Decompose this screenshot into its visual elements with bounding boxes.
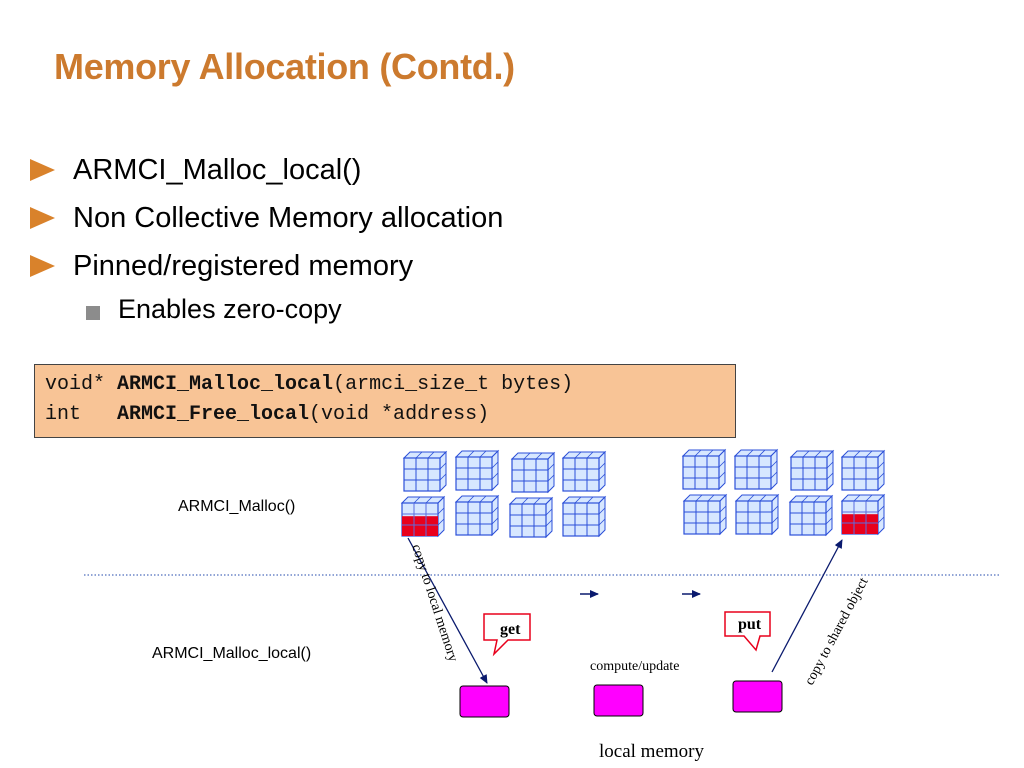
put-label: put xyxy=(738,616,762,633)
memory-cube xyxy=(510,451,556,494)
memory-cube xyxy=(734,493,780,536)
triangle-bullet-icon xyxy=(30,207,55,229)
local-memory-block xyxy=(593,684,644,717)
shared-memory-cubes xyxy=(400,448,886,539)
code-line-free: int ARMCI_Free_local(void *address) xyxy=(45,403,489,426)
get-label: get xyxy=(500,621,521,638)
memory-cube xyxy=(733,448,779,491)
bullet-text: Non Collective Memory allocation xyxy=(73,202,504,234)
get-callout: get xyxy=(483,613,531,657)
memory-cube xyxy=(454,494,500,537)
code-function: ARMCI_Free_local xyxy=(117,403,310,426)
code-args: (armci_size_t bytes) xyxy=(333,373,574,396)
put-callout: put xyxy=(724,611,771,652)
bullet-text: Pinned/registered memory xyxy=(73,250,414,282)
copy-to-local-arrow xyxy=(407,537,488,684)
label-armci-malloc: ARMCI_Malloc() xyxy=(178,498,295,515)
memory-cube xyxy=(840,493,886,536)
code-type: void* xyxy=(45,373,118,396)
local-memory-label: local memory xyxy=(599,741,704,762)
memory-cube xyxy=(840,449,886,492)
code-line-malloc: void* ARMCI_Malloc_local(armci_size_t by… xyxy=(45,373,573,396)
memory-cube xyxy=(400,495,446,538)
compute-update-label: compute/update xyxy=(590,659,679,674)
memory-cube xyxy=(789,449,835,492)
memory-cube xyxy=(561,450,607,493)
label-armci-malloc-local: ARMCI_Malloc_local() xyxy=(152,645,311,662)
memory-cube xyxy=(508,496,554,539)
triangle-bullet-icon xyxy=(30,159,55,181)
memory-cube xyxy=(681,448,727,491)
code-box: void* ARMCI_Malloc_local(armci_size_t by… xyxy=(34,364,736,438)
local-memory-block xyxy=(459,685,510,718)
code-args: (void *address) xyxy=(309,403,490,426)
memory-cube xyxy=(788,494,834,537)
copy-to-shared-label: copy to shared object xyxy=(802,575,871,688)
copy-to-local-label: copy to local memory xyxy=(408,543,460,664)
sub-bullet-text: Enables zero-copy xyxy=(118,294,342,324)
memory-cube xyxy=(402,450,448,493)
memory-cube xyxy=(561,495,607,538)
slide-title: Memory Allocation (Contd.) xyxy=(54,46,515,87)
bullet-text: ARMCI_Malloc_local() xyxy=(73,154,362,186)
copy-to-shared-arrow xyxy=(771,539,843,673)
code-function: ARMCI_Malloc_local xyxy=(117,373,334,396)
triangle-bullet-icon xyxy=(30,255,55,277)
memory-cube xyxy=(454,449,500,492)
local-memory-block xyxy=(732,680,783,713)
code-type: int xyxy=(45,403,118,426)
square-bullet-icon xyxy=(86,306,100,320)
memory-cube xyxy=(682,493,728,536)
